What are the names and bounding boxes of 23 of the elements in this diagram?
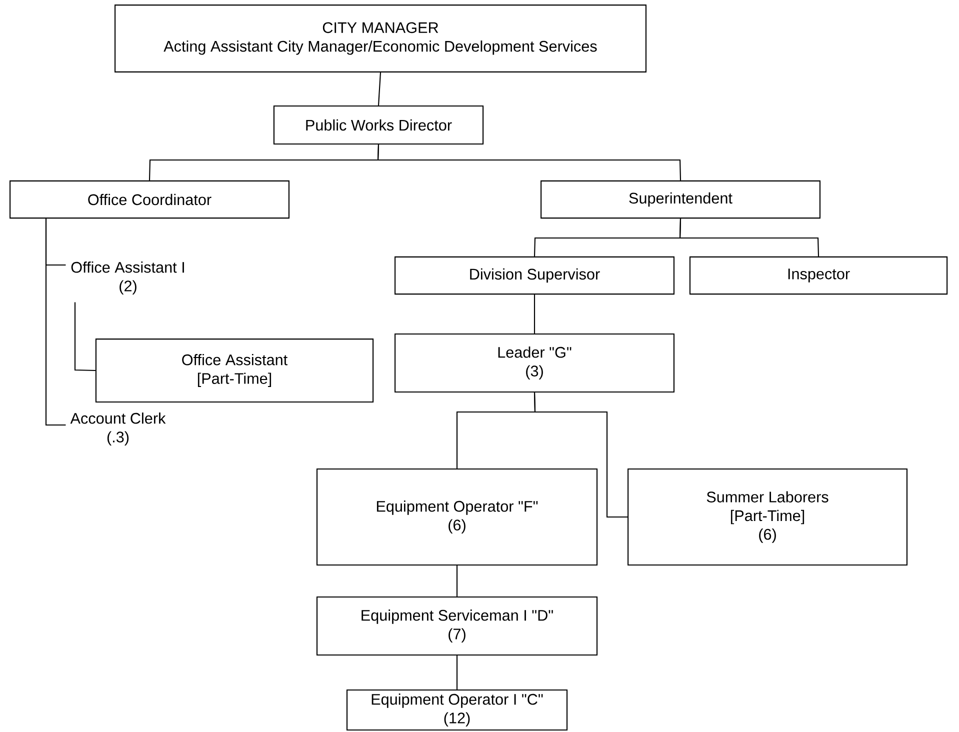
org-box: Leader "G" (3) <box>394 333 675 393</box>
connector-line <box>534 392 628 518</box>
org-box: Public Works Director <box>273 105 484 145</box>
connector-line <box>45 218 66 426</box>
connector-line <box>534 294 536 334</box>
org-box: CITY MANAGER Acting Assistant City Manager/Economic Development Services <box>114 4 646 72</box>
org-box: Equipment Serviceman I "D" (7) <box>316 596 598 656</box>
connector-line <box>377 144 682 180</box>
position-label: Office Assistant I (2) <box>71 262 184 294</box>
org-box: Superintendent <box>540 180 820 219</box>
org-box: Office Coordinator <box>10 180 290 219</box>
org-box: Summer Laborers [Part-Time] (6) <box>628 468 908 566</box>
connector-line <box>378 72 382 106</box>
org-box: Equipment Operator I "C" (12) <box>346 689 568 731</box>
org-box: Inspector <box>689 256 948 295</box>
connector-line <box>456 566 458 596</box>
connector-line <box>74 302 96 372</box>
connector-line <box>679 218 820 256</box>
connector-line <box>456 656 458 690</box>
org-box: Division Supervisor <box>394 256 675 295</box>
org-box: Equipment Operator "F" (6) <box>316 468 598 566</box>
position-label: Account Clerk (.3) <box>70 412 166 446</box>
org-box: Office Assistant [Part-Time] <box>95 338 374 402</box>
